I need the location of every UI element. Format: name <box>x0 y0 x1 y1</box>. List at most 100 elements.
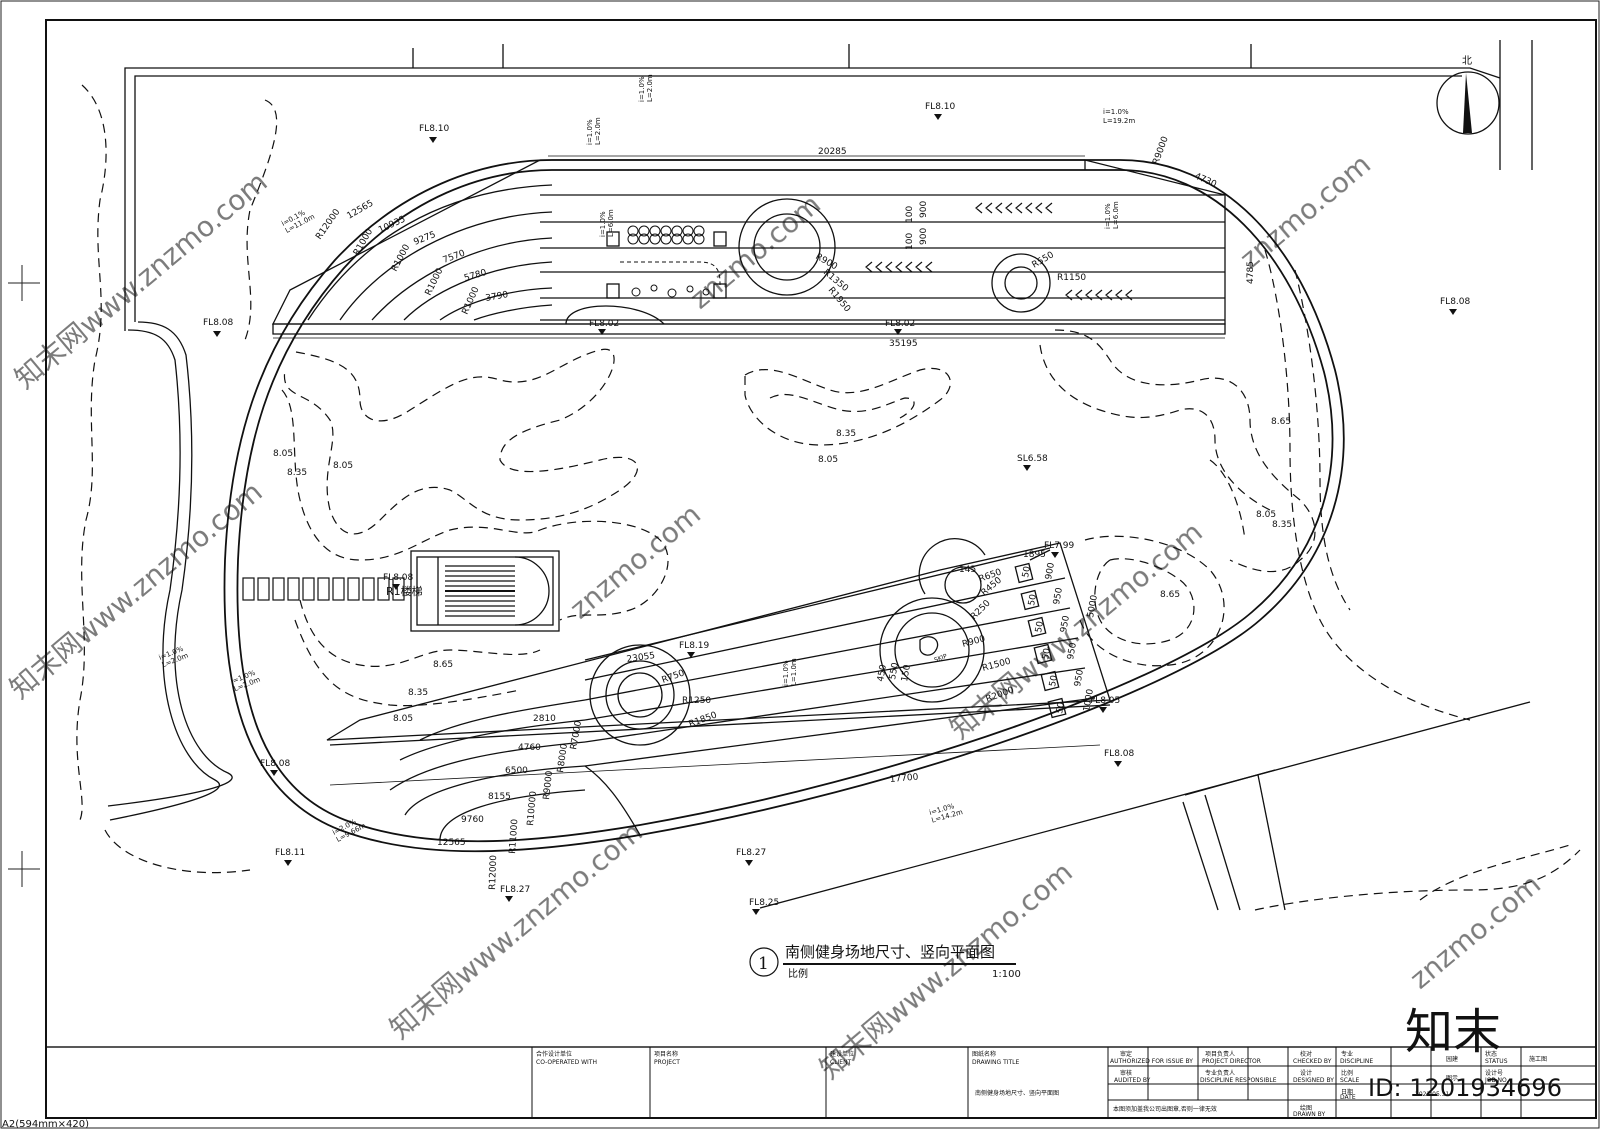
dim-label: 4785 <box>1246 261 1256 284</box>
step-label: 50 <box>1055 701 1067 714</box>
level-marker: FL8.27 <box>500 885 530 902</box>
watermark: 知末网www.znzmo.com <box>943 515 1208 745</box>
level-label: FL8.25 <box>749 898 779 908</box>
dim-label: 35195 <box>889 339 918 349</box>
radius-label: R9000 <box>542 770 555 800</box>
level-label: FL8.19 <box>679 641 710 651</box>
slope-l: L=19.2m <box>1103 117 1135 125</box>
scale-label: 比例 <box>788 967 808 980</box>
tb-label: SCALE <box>1340 1077 1359 1084</box>
radius-label: R250 <box>969 598 993 622</box>
dim-label: 20285 <box>818 147 847 157</box>
step-label: 50 <box>1027 593 1039 606</box>
slope-i: i=1.0% <box>599 211 607 237</box>
contour-label: 8.35 <box>287 468 307 478</box>
level-marker: FL8.19 <box>679 641 710 658</box>
tb-value: 2021.05.31 <box>1415 1091 1450 1098</box>
tb-label: 绘图 <box>1300 1104 1312 1112</box>
tb-label: 设计 <box>1300 1069 1312 1077</box>
arc-label: 3790 <box>485 290 510 304</box>
level-label: FL7.99 <box>1044 541 1075 551</box>
slope-i: i=1.0% <box>782 660 790 686</box>
watermark: znzmo.com <box>1233 147 1377 275</box>
tb-label: DISCIPLINE RESPONSIBLE <box>1200 1077 1277 1084</box>
contour-labels: 8.05 8.35 8.05 8.35 8.05 8.65 8.05 8.35 … <box>273 417 1292 724</box>
tb-label: 审核 <box>1120 1069 1132 1077</box>
contour-label: 8.65 <box>1160 590 1180 600</box>
north-label: 北 <box>1462 55 1472 67</box>
step-label: 950 <box>1052 587 1065 606</box>
chevron-arrows <box>865 202 1133 301</box>
arc-label: 7570 <box>442 248 467 265</box>
level-marker: FL8.08 <box>1440 297 1471 315</box>
arc-label: 12565 <box>437 838 466 848</box>
watermark: 知末网www.znzmo.com <box>813 855 1078 1085</box>
tb-label: CHECKED BY <box>1293 1058 1332 1065</box>
slope-l: L=6.0m <box>1112 201 1120 229</box>
level-marker: FL8.08 <box>260 759 291 776</box>
step-label: 950 <box>1059 615 1072 634</box>
contour-label: 8.35 <box>836 429 856 439</box>
index-number: 1 <box>758 954 769 974</box>
contour-label: 8.35 <box>1272 520 1292 530</box>
tb-label: 设计号 <box>1485 1069 1503 1077</box>
radius-label: R9000 <box>1151 135 1170 166</box>
step-label: 450 <box>876 664 889 683</box>
radius-label: R1000 <box>352 227 375 257</box>
level-label: SL6.58 <box>1017 454 1048 464</box>
level-marker: SL6.58 <box>1017 454 1048 471</box>
parking-strip <box>242 577 405 601</box>
arc-label: 9760 <box>461 815 484 825</box>
skip-label: SKIP <box>933 653 948 664</box>
step-label: 950 <box>1073 669 1086 688</box>
level-label: FL8.08 <box>260 759 291 769</box>
slope-l: L=2.0m <box>646 74 654 102</box>
tb-label: 专业负责人 <box>1205 1069 1235 1077</box>
level-label: FL8.08 <box>1104 749 1135 759</box>
drawing-title: 1 南侧健身场地尺寸、竖向平面图 比例 1:100 <box>749 943 1021 980</box>
tb-label: 比例 <box>1341 1069 1353 1077</box>
level-marker: FL8.27 <box>736 848 766 866</box>
slope-i: i=1.0% <box>1103 108 1129 116</box>
step-label: 50 <box>1048 674 1060 687</box>
contour-label: 8.35 <box>408 688 428 698</box>
step-label: 900 <box>1044 562 1057 581</box>
step-label: 950 <box>1066 642 1079 661</box>
dim-label: 100 <box>905 206 915 223</box>
tb-value: 施工图 <box>1529 1055 1547 1063</box>
tb-label: CO-OPERATED WITH <box>536 1059 597 1066</box>
dim-label: 145 <box>959 565 976 575</box>
brand-watermark: 知末 <box>1405 1004 1501 1060</box>
radius-label: R1150 <box>1057 273 1086 283</box>
tb-label: 日期 <box>1341 1088 1353 1096</box>
stair-block <box>410 550 560 632</box>
dashed-guide <box>620 261 721 286</box>
watermark: znzmo.com <box>563 497 707 625</box>
level-label: FL8.27 <box>736 848 766 858</box>
tb-label: 项目负责人 <box>1205 1050 1235 1058</box>
dim-label: 100 <box>905 233 915 250</box>
level-label: FL8.27 <box>500 885 530 895</box>
tb-label: DISCIPLINE <box>1340 1058 1373 1065</box>
level-marker: FL8.25 <box>749 898 779 915</box>
dim-label: 17700 <box>889 773 919 785</box>
radius-label: R900 <box>961 634 986 650</box>
arc-label: 4760 <box>518 743 541 753</box>
dim-label: 900 <box>919 201 929 218</box>
tb-label: 审定 <box>1120 1050 1132 1058</box>
step-label: 50 <box>1034 620 1046 633</box>
north-arrow: 北 <box>1436 55 1500 135</box>
level-label: FL8.02 <box>589 319 619 329</box>
site-boundary <box>107 40 1533 911</box>
slope-l: L=6.0m <box>607 209 615 237</box>
step-label: 550 <box>888 662 901 681</box>
tb-value: 南侧健身场地尺寸、竖向平面图 <box>975 1089 1059 1097</box>
contour-lines <box>76 84 1581 911</box>
level-label: FL8.05 <box>1090 696 1120 706</box>
level-marker: FL8.08 <box>203 318 234 337</box>
arc-label: 5780 <box>463 268 488 284</box>
id-watermark: ID: 1201934696 <box>1368 1074 1562 1102</box>
tb-label: AUTHORIZED FOR ISSUE BY <box>1110 1058 1193 1065</box>
slope-l: L=2.0m <box>594 117 602 145</box>
